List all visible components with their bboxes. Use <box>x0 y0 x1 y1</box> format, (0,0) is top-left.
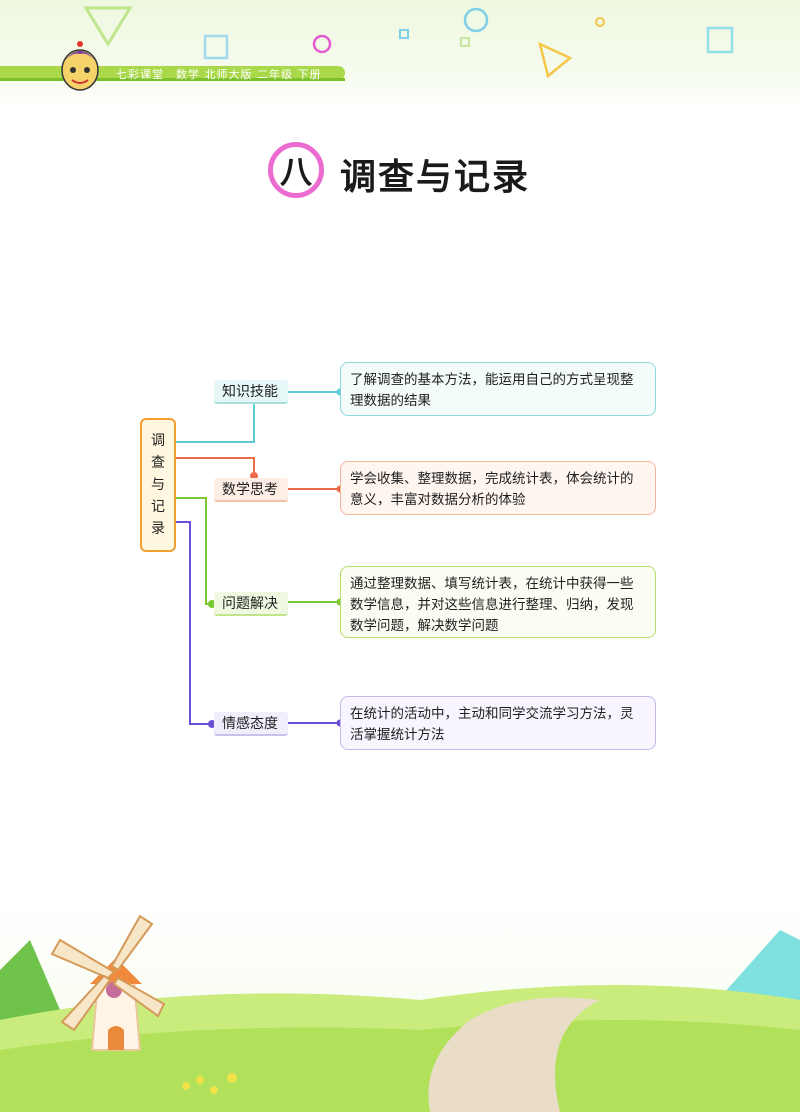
root-char: 调 <box>151 433 165 449</box>
square-icon <box>203 34 229 60</box>
hill-icon <box>0 940 60 1020</box>
path-icon <box>428 997 600 1112</box>
triangle-icon <box>83 6 133 47</box>
content-emotion-attitude: 在统计的活动中，主动和同学交流学习方法，灵活掌握统计方法 <box>340 696 656 750</box>
header-series-text: 七彩课堂 数学 北师大版 二年级 下册 <box>116 68 322 81</box>
header-bar-edge <box>0 78 345 81</box>
root-char: 查 <box>151 455 165 471</box>
connector-knowledge <box>176 392 255 443</box>
header-decorations <box>83 6 734 79</box>
branch-math-thinking: 数学思考 <box>214 478 288 502</box>
triangle-icon <box>538 41 573 79</box>
chapter-number-badge: 八 <box>268 142 324 198</box>
connector-attitude <box>176 521 214 725</box>
content-problem-solving: 通过整理数据、填写统计表，在统计中获得一些数学信息，并对这些信息进行整理、归纳，… <box>340 566 656 638</box>
small-square-icon <box>399 29 409 39</box>
content-math-thinking: 学会收集、整理数据，完成统计表，体会统计的意义，丰富对数据分析的体验 <box>340 461 656 515</box>
content-knowledge-skills: 了解调查的基本方法，能运用自己的方式呈现整理数据的结果 <box>340 362 656 416</box>
branch-emotion-attitude: 情感态度 <box>214 712 288 736</box>
dot-icon <box>595 17 605 27</box>
root-char: 录 <box>151 521 165 537</box>
connector-thinking <box>176 457 255 476</box>
grass-hill-front <box>0 1020 800 1112</box>
flowers-icon <box>182 1073 237 1094</box>
circle-icon <box>463 7 489 33</box>
root-char: 与 <box>151 477 165 493</box>
chapter-title-text: 调查与记录 <box>340 157 531 198</box>
mascot-icon <box>61 41 99 91</box>
branch-knowledge-skills: 知识技能 <box>214 380 288 404</box>
circle-icon <box>312 34 332 54</box>
connector-problem <box>176 497 214 605</box>
branch-problem-solving: 问题解决 <box>214 592 288 616</box>
mindmap-root-node: 调 查 与 记 录 <box>140 418 176 552</box>
square-icon <box>706 26 734 54</box>
bottom-landscape <box>0 900 800 1112</box>
header-band <box>0 0 800 110</box>
windmill-icon <box>50 914 166 1051</box>
small-square-icon <box>460 37 470 47</box>
root-char: 记 <box>151 499 165 515</box>
